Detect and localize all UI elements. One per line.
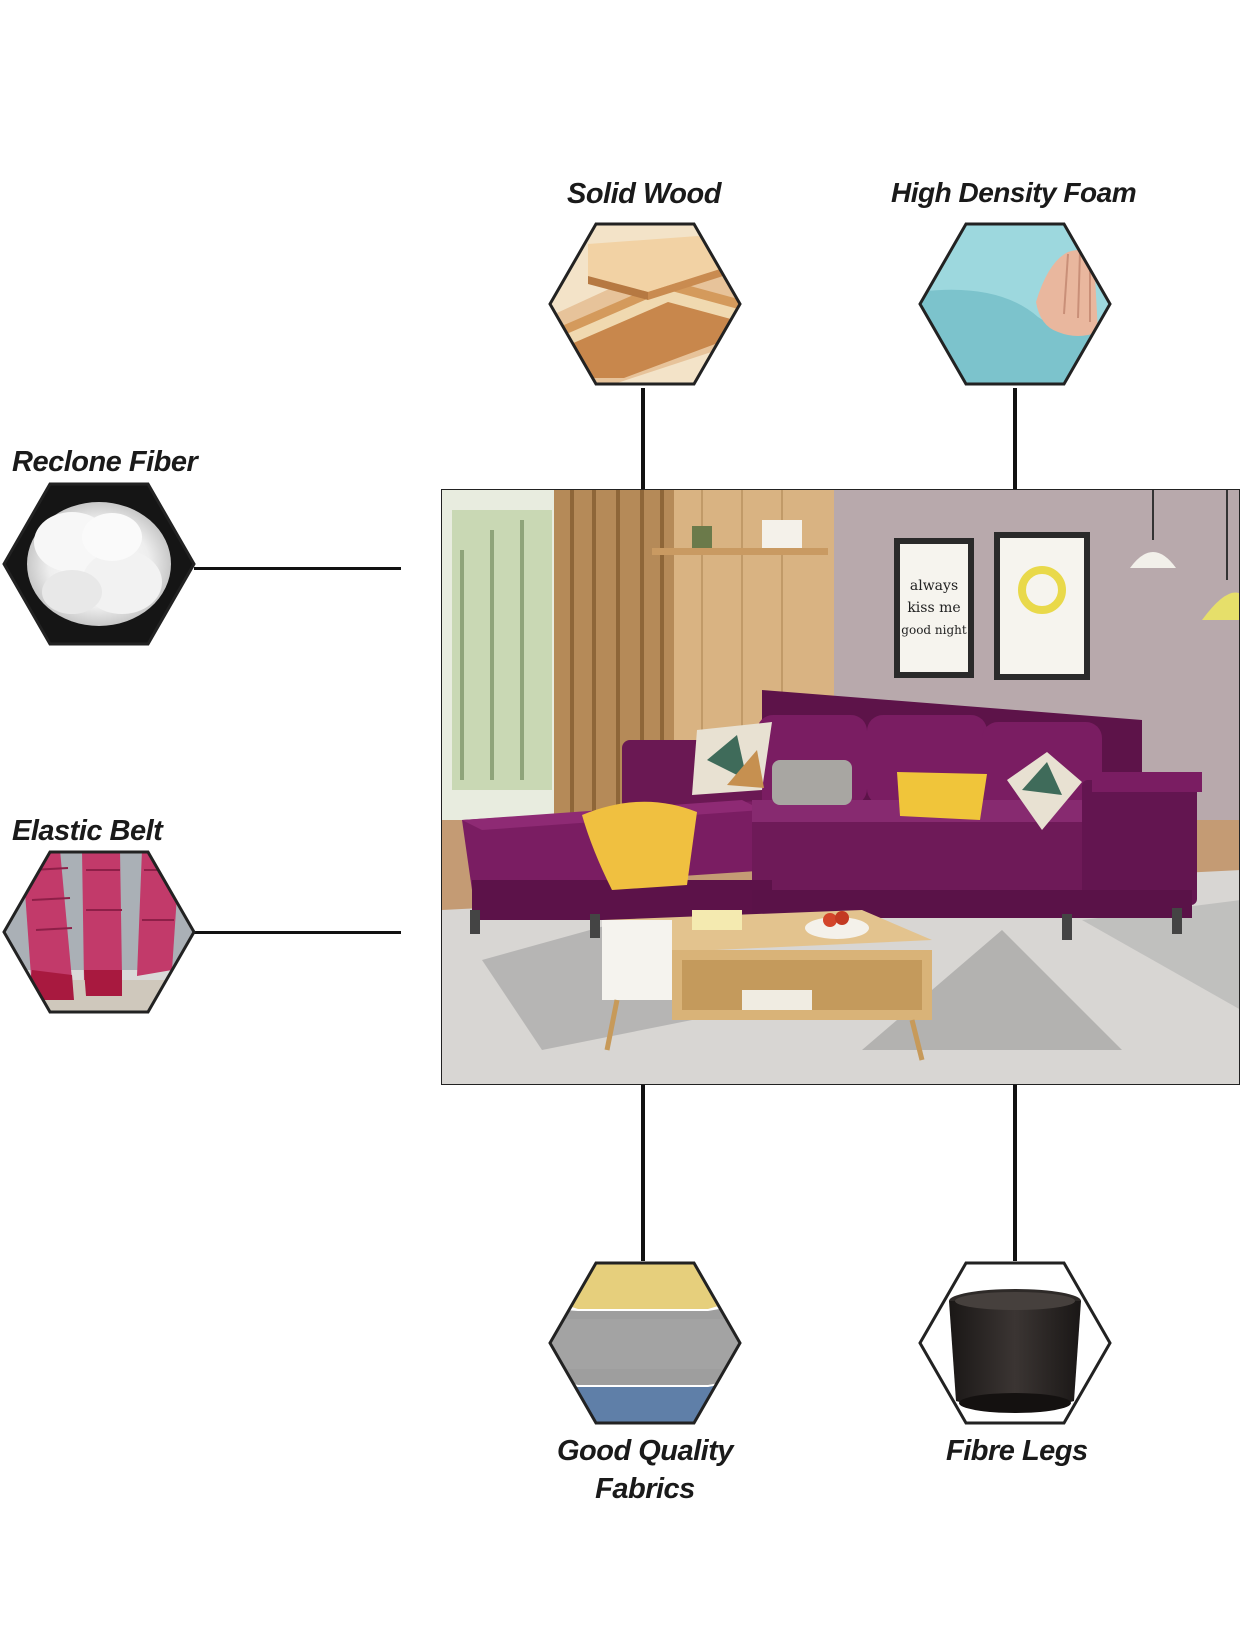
solid-wood-label: Solid Wood xyxy=(567,178,721,210)
foam-connector xyxy=(1013,388,1017,489)
reclone-fiber-label: Reclone Fiber xyxy=(12,446,198,478)
fiber-connector xyxy=(194,567,401,570)
fibre-legs-label: Fibre Legs xyxy=(946,1435,1088,1467)
legs-connector xyxy=(1013,1085,1017,1261)
solid-wood-icon xyxy=(548,222,742,386)
art-text-2: kiss me xyxy=(907,600,960,616)
sofa-room-photo: always kiss me good night xyxy=(441,489,1240,1085)
art-text-3: good night xyxy=(901,623,967,637)
art-text-1: always xyxy=(910,578,958,594)
elastic-belt-icon xyxy=(2,850,196,1014)
elastic-belt-label: Elastic Belt xyxy=(12,815,163,847)
reclone-fiber-icon xyxy=(2,482,196,646)
solid-wood-connector xyxy=(641,388,645,489)
good-quality-fabrics-line1: Good Quality xyxy=(556,1435,734,1467)
good-quality-fabrics-line2: Fabrics xyxy=(595,1472,695,1505)
fabrics-connector xyxy=(641,1085,645,1261)
good-quality-fabrics-label: Good Quality Fabrics xyxy=(540,1433,750,1508)
belt-connector xyxy=(194,931,401,934)
high-density-foam-label: High Density Foam xyxy=(891,177,1137,208)
fibre-legs-icon xyxy=(918,1261,1112,1425)
coffee-table xyxy=(602,910,932,1061)
high-density-foam-icon xyxy=(918,222,1112,386)
good-quality-fabrics-icon xyxy=(548,1261,742,1425)
